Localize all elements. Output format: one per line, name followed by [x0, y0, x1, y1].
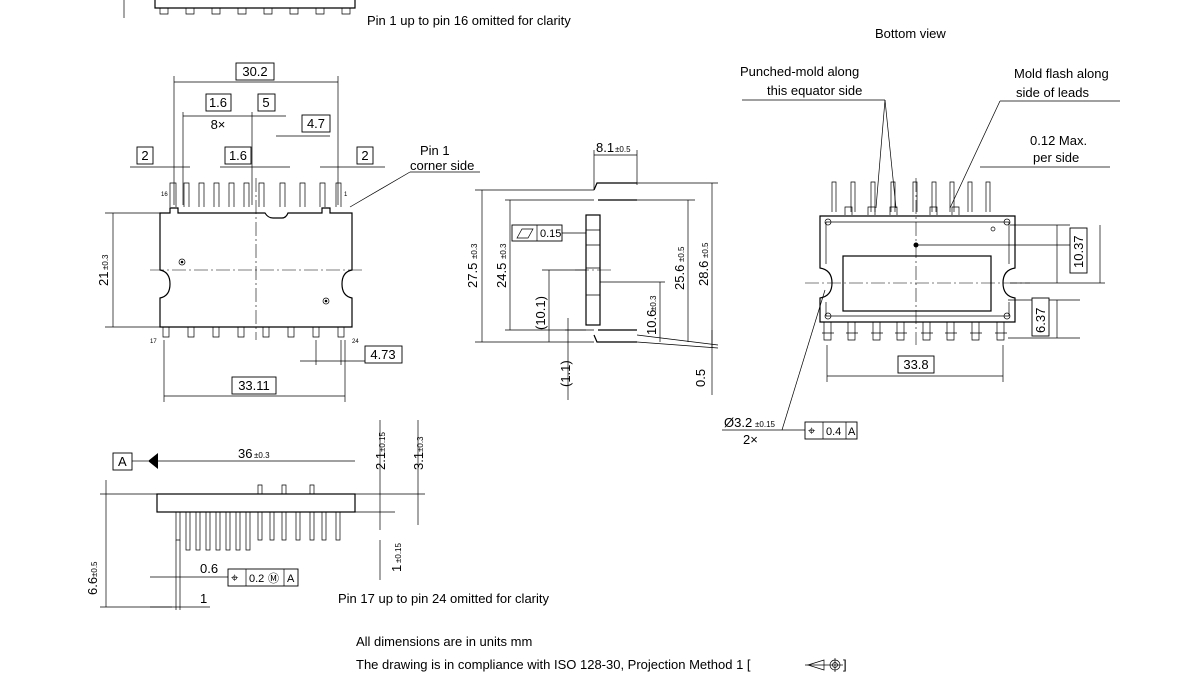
flatness-value: 0.15	[540, 228, 561, 240]
max-label-1: 0.12 Max.	[1030, 133, 1087, 148]
dim-box-10-37	[1069, 227, 1088, 274]
dim-0-5: 0.5	[693, 369, 708, 387]
dim-1: 1	[389, 565, 404, 572]
datum-a-box	[112, 452, 133, 471]
dim-25-6: 25.6	[672, 265, 687, 290]
dim-2-1: 2.1	[373, 452, 388, 470]
dim-box-6-37	[1031, 297, 1050, 337]
dim-10-37: 10.37	[1071, 235, 1086, 268]
dim-1-1: (1.1)	[558, 360, 573, 387]
bottom-omitted-note: Pin 17 up to pin 24 omitted for clarity	[338, 591, 550, 606]
dim-33-8: 33.8	[903, 357, 928, 372]
dim-0-6: 0.6	[200, 561, 218, 576]
dim-24-5-tol: ±0.3	[499, 243, 508, 259]
svg-text:]: ]	[843, 657, 847, 672]
side-view: 8.1 ±0.5 0.15 27.5 ±0.3 24.5 ±0.3 (10.1)…	[465, 140, 719, 400]
dim-3-1: 3.1	[411, 452, 426, 470]
dim-box-5	[257, 93, 276, 112]
pin16-label: 16	[161, 192, 168, 198]
dim-box-1-6a	[205, 93, 232, 112]
lead-tol-value: 0.2	[249, 573, 264, 585]
dim-2-1-tol: ±0.15	[378, 431, 387, 452]
lead-tol-symbol: ⌖	[231, 570, 239, 585]
units-note: All dimensions are in units mm	[356, 634, 532, 649]
bottom-view-title: Bottom view	[875, 26, 946, 41]
dim-30-2: 30.2	[242, 64, 267, 79]
hole-count: 2×	[743, 432, 758, 447]
dim-4-7: 4.7	[307, 116, 325, 131]
dim-10-6-tol: ±0.3	[649, 295, 658, 311]
pin24-label: 24	[352, 339, 359, 345]
lead-tol-mmc: Ⓜ	[268, 572, 279, 585]
dim-8x: 8×	[211, 117, 226, 132]
dim-1-6b: 1.6	[229, 148, 247, 163]
dim-3-1-tol: ±0.3	[416, 436, 425, 452]
flash-label-2: side of leads	[1016, 85, 1089, 100]
dim-36: 36	[238, 446, 252, 461]
dim-8-1: 8.1	[596, 140, 614, 155]
tol-value: 0.4	[826, 426, 841, 438]
dim-1-6a: 1.6	[209, 95, 227, 110]
bottom-view: Bottom view Punched-mold along this equa…	[722, 26, 1120, 447]
dim-5: 5	[262, 95, 269, 110]
dim-6-6: 6.6	[85, 577, 100, 595]
dim-36-tol: ±0.3	[254, 451, 270, 460]
lead-tol-frame	[227, 568, 299, 587]
hole-dia: Ø3.2	[724, 415, 752, 430]
top-partial-view: Pin 1 up to pin 16 omitted for clarity	[123, 0, 571, 28]
dim-27-5-tol: ±0.3	[470, 243, 479, 259]
tol-datum: A	[848, 426, 856, 438]
dim-1-lead: 1	[200, 591, 207, 606]
lower-side-view: A 36 ±0.3 2.1 ±0.15 3.1 ±0.3 1 ±0.15 6.6…	[85, 420, 550, 610]
flash-label-1: Mold flash along	[1014, 66, 1109, 81]
position-tol-frame	[804, 421, 858, 440]
dim-box-4-73	[364, 345, 403, 364]
dim-box-2b	[356, 146, 374, 165]
dim-box-4-7	[301, 114, 331, 133]
dim-2a: 2	[141, 148, 148, 163]
general-notes: All dimensions are in units mm The drawi…	[356, 634, 847, 672]
dim-8-1-tol: ±0.5	[615, 145, 631, 154]
dim-box-2a	[136, 146, 154, 165]
dim-27-5: 27.5	[465, 263, 480, 288]
max-label-2: per side	[1033, 150, 1079, 165]
front-view: 30.2 1.6 5 8× 4.7 2 1.6 2 Pin 1 corner s…	[96, 62, 480, 402]
dim-box-30-2	[235, 62, 275, 81]
dim-28-6: 28.6	[696, 261, 711, 286]
projection-method-icon: ]	[805, 657, 847, 672]
dim-box-33-11	[231, 376, 277, 395]
compliance-note: The drawing is in compliance with ISO 12…	[356, 657, 751, 672]
dim-1-tol: ±0.15	[394, 542, 403, 563]
top-omitted-note: Pin 1 up to pin 16 omitted for clarity	[367, 13, 571, 28]
datum-a: A	[118, 454, 127, 469]
hole-tol: ±0.15	[755, 420, 776, 429]
dim-2b: 2	[361, 148, 368, 163]
dim-21-tol: ±0.3	[101, 254, 110, 270]
dim-4-73: 4.73	[370, 347, 395, 362]
punched-label-2: this equator side	[767, 83, 862, 98]
dim-25-6-tol: ±0.5	[677, 246, 686, 262]
pin1-num-label: 1	[344, 192, 348, 198]
dim-6-37: 6.37	[1033, 308, 1048, 333]
dim-10-6: 10.6	[644, 310, 659, 335]
dim-33-11: 33.11	[238, 378, 270, 393]
dim-24-5: 24.5	[494, 263, 509, 288]
dim-6-6-tol: ±0.5	[90, 561, 99, 577]
dim-box-33-8	[897, 355, 935, 374]
tol-symbol: ⌖	[808, 423, 816, 438]
dim-21: 21	[96, 272, 111, 286]
lead-tol-datum: A	[287, 573, 295, 585]
punched-label-1: Punched-mold along	[740, 64, 859, 79]
dim-box-1-6b	[224, 146, 252, 165]
pin17-label: 17	[150, 339, 157, 345]
dim-28-6-tol: ±0.5	[701, 242, 710, 258]
dim-10-1: (10.1)	[533, 296, 548, 330]
pin1-label: Pin 1	[420, 143, 450, 158]
pin1-corner-label: corner side	[410, 158, 474, 173]
